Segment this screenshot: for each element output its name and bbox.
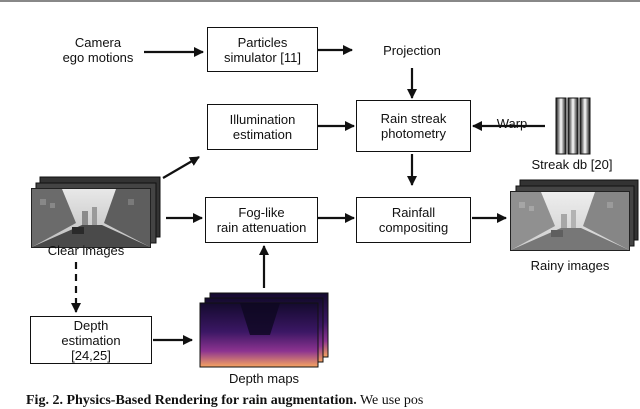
clear-images-stack	[31, 176, 161, 248]
depth-maps-stack	[199, 292, 329, 368]
projection-label: Projection	[383, 43, 441, 58]
streak-db-images	[555, 97, 591, 155]
particles-simulator-box: Particles simulator [11]	[207, 27, 318, 72]
fog-like-rain-attenuation-box: Fog-like rain attenuation	[205, 197, 318, 243]
rain-streak-photometry-box: Rain streak photometry	[356, 100, 471, 152]
arrow-clear-illumination	[162, 156, 200, 179]
rainy-images-label: Rainy images	[530, 258, 610, 273]
caption-rest: We use pos	[356, 393, 424, 408]
camera-ego-motions-label: Camera ego motions	[62, 35, 134, 65]
clear-images-label: Clear images	[47, 243, 125, 258]
depth-estimation-box: Depth estimation [24,25]	[30, 316, 152, 364]
rainy-images-stack	[510, 179, 639, 251]
warp-label: Warp	[496, 116, 528, 131]
streak-db-label: Streak db [20]	[531, 157, 613, 172]
figure-caption: Fig. 2. Physics-Based Rendering for rain…	[26, 393, 423, 409]
caption-bold: Fig. 2. Physics-Based Rendering for rain…	[26, 393, 357, 408]
illumination-estimation-box: Illumination estimation	[207, 104, 318, 150]
rainfall-compositing-box: Rainfall compositing	[356, 197, 471, 243]
depth-maps-label: Depth maps	[228, 371, 300, 386]
arrows	[71, 45, 545, 345]
